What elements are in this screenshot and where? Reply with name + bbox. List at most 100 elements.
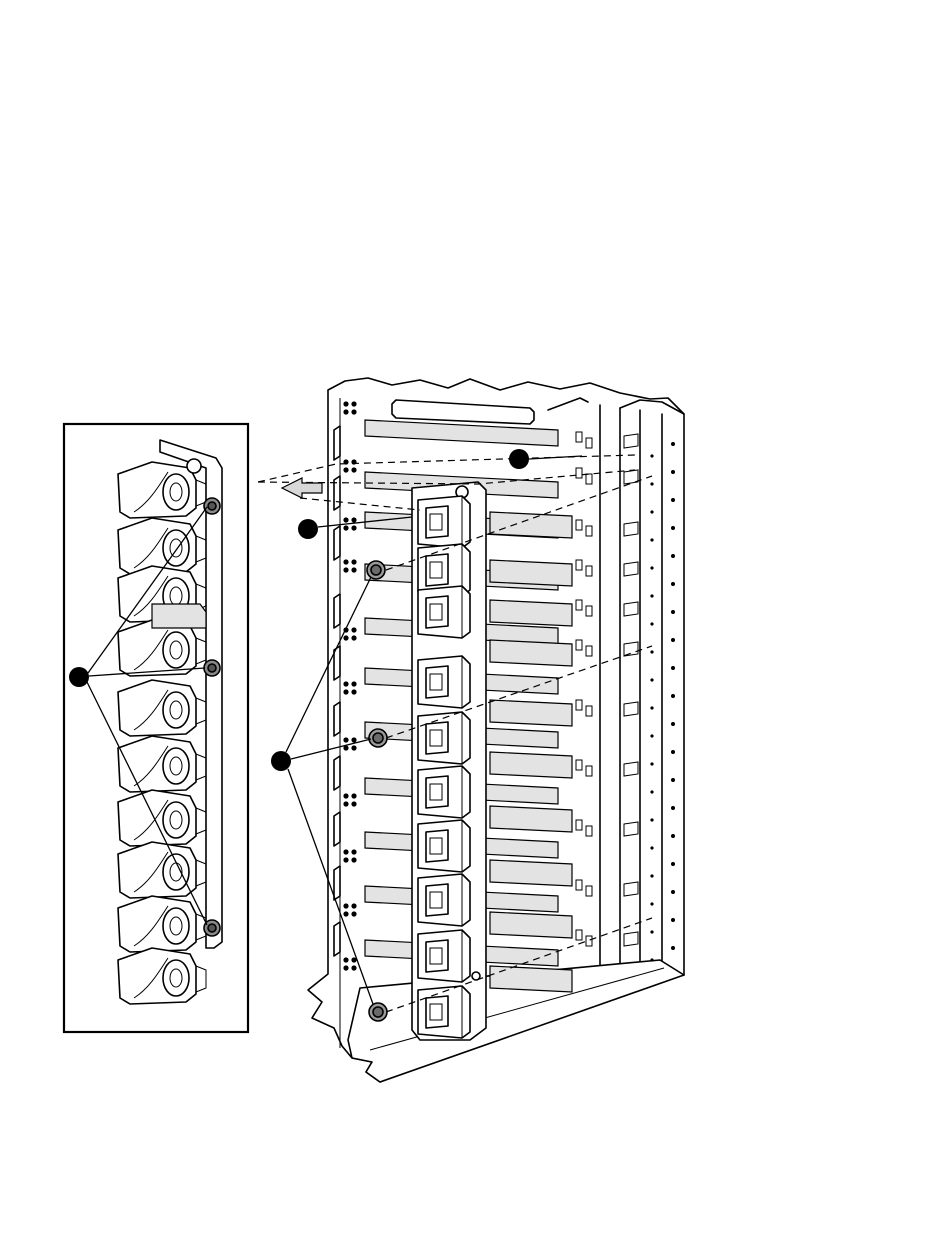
inset-latch xyxy=(118,790,196,846)
rail-hole xyxy=(650,874,653,877)
slot-panel xyxy=(490,966,572,992)
connector-dot xyxy=(351,525,356,530)
rail-hole xyxy=(650,846,653,849)
connector-dot xyxy=(351,559,356,564)
rail-hole xyxy=(650,566,653,569)
rail-hole xyxy=(650,958,653,961)
slot-panel xyxy=(490,752,572,778)
connector-dot xyxy=(343,857,348,862)
connector-dot xyxy=(351,903,356,908)
connector-dot xyxy=(351,409,356,414)
connector-dot xyxy=(343,559,348,564)
rail-hole xyxy=(671,666,675,670)
connector-dot xyxy=(351,467,356,472)
rail-hole xyxy=(671,498,675,502)
rail-hole xyxy=(650,454,653,457)
rail-hole xyxy=(671,638,675,642)
connector-dot xyxy=(343,903,348,908)
connector-dot xyxy=(343,689,348,694)
rail-hole xyxy=(671,918,675,922)
connector-dot xyxy=(351,737,356,742)
rail-hole xyxy=(671,694,675,698)
connector-dot xyxy=(343,681,348,686)
rail-hole xyxy=(650,594,653,597)
direction-arrow-icon xyxy=(282,478,322,498)
rail-hole xyxy=(650,622,653,625)
connector-dot xyxy=(351,801,356,806)
inset-latch xyxy=(118,736,196,792)
slot-panel xyxy=(490,600,572,626)
connector-dot xyxy=(343,801,348,806)
rail-hole xyxy=(650,734,653,737)
rail-hole xyxy=(671,470,675,474)
rail-hole xyxy=(650,762,653,765)
rail-hole xyxy=(671,806,675,810)
rail-hole xyxy=(650,902,653,905)
inset-separator xyxy=(152,604,206,628)
connector-dot xyxy=(351,681,356,686)
connector-dot xyxy=(343,957,348,962)
inset-latch xyxy=(118,948,196,1004)
rail-hole xyxy=(671,834,675,838)
connector-dot xyxy=(343,467,348,472)
rail-hole xyxy=(671,890,675,894)
slot-panel xyxy=(490,806,572,832)
connector-module xyxy=(412,482,486,1040)
rail-hole xyxy=(671,526,675,530)
connector-dot xyxy=(351,857,356,862)
slot-panel xyxy=(490,560,572,586)
connector-dot xyxy=(343,911,348,916)
slot-panel xyxy=(490,860,572,886)
card-cage-chassis xyxy=(308,378,684,1082)
inset-latch xyxy=(118,842,196,898)
slot-panel xyxy=(490,512,572,538)
rail-hole xyxy=(650,650,653,653)
rail-hole xyxy=(671,610,675,614)
rail-hole xyxy=(650,706,653,709)
inset-detail-box xyxy=(64,424,248,1032)
slot-panel xyxy=(490,912,572,938)
rail-hole xyxy=(650,678,653,681)
rail-hole xyxy=(650,482,653,485)
connector-dot xyxy=(351,965,356,970)
connector-dot xyxy=(343,635,348,640)
connector-dot xyxy=(351,911,356,916)
connector-dot xyxy=(343,525,348,530)
rail-hole xyxy=(650,790,653,793)
rail-hole xyxy=(650,538,653,541)
connector-dot xyxy=(343,737,348,742)
connector-dot xyxy=(351,567,356,572)
connector-dot xyxy=(351,635,356,640)
inset-latch xyxy=(118,518,196,574)
connector-dot xyxy=(343,849,348,854)
rail-hole xyxy=(671,442,675,446)
rail-hole xyxy=(671,722,675,726)
connector-dot xyxy=(351,745,356,750)
inset-latch xyxy=(118,680,196,736)
rail-hole xyxy=(650,510,653,513)
connector-dot xyxy=(343,517,348,522)
slot-panel xyxy=(490,700,572,726)
connector-dot xyxy=(343,965,348,970)
connector-dot xyxy=(351,849,356,854)
rail-hole xyxy=(671,946,675,950)
rail-hole xyxy=(671,862,675,866)
connector-dot xyxy=(351,401,356,406)
connector-dot xyxy=(343,401,348,406)
connector-dot xyxy=(351,689,356,694)
rail-hole xyxy=(671,554,675,558)
rail-hole xyxy=(671,778,675,782)
connector-dot xyxy=(351,627,356,632)
inset-latch xyxy=(118,896,196,952)
rail-hole xyxy=(671,582,675,586)
connector-dot xyxy=(343,409,348,414)
rail-hole xyxy=(671,750,675,754)
inset-latch xyxy=(118,462,196,518)
rail-hole xyxy=(650,818,653,821)
connector-dot xyxy=(343,793,348,798)
connector-dot xyxy=(351,517,356,522)
connector-dot xyxy=(343,567,348,572)
slot-panel xyxy=(490,640,572,666)
